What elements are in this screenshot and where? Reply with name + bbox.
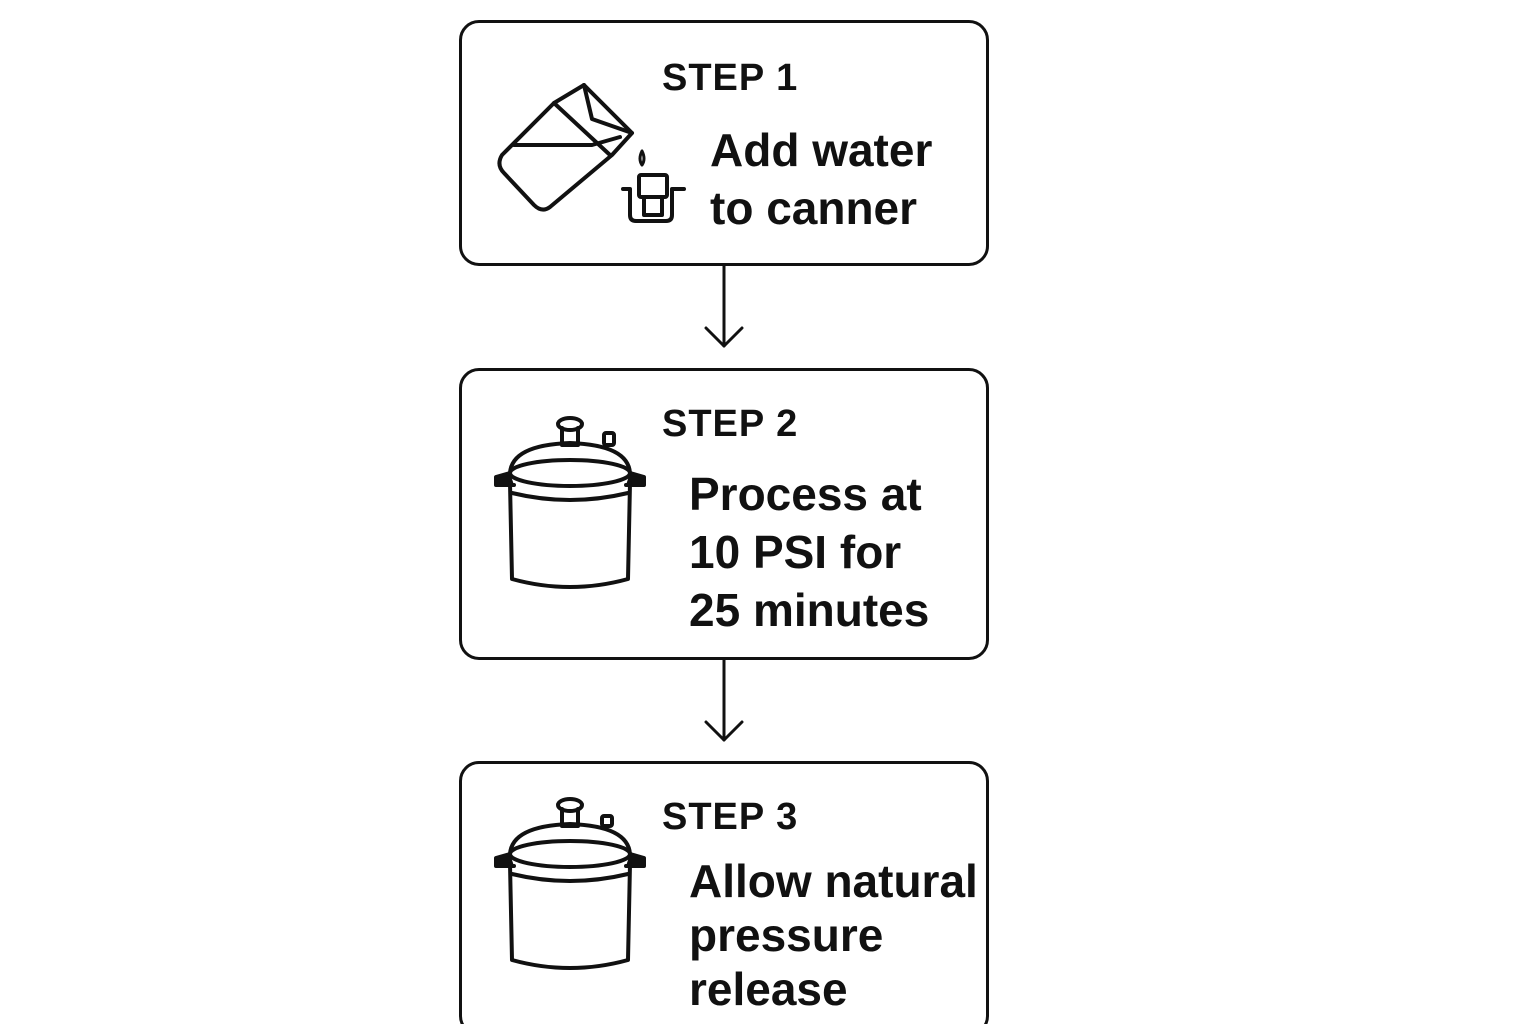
step-3-card: STEP 3 Allow natural pressure release [459,761,989,1024]
step-2-card: STEP 2 Process at 10 PSI for 25 minutes [459,368,989,660]
step-2-line-1: Process at [689,468,922,520]
pitcher-pouring-icon [497,83,686,223]
step-3-label: STEP 3 [662,796,799,838]
step-1-label: STEP 1 [662,57,799,99]
step-2-description: Process at 10 PSI for 25 minutes [689,465,984,639]
step-1-description: Add water to canner [710,121,980,237]
step-3-description: Allow natural pressure release [689,854,984,1016]
step-2-label: STEP 2 [662,403,799,445]
step-1-line-1: Add water [710,124,933,176]
down-arrow-icon [704,266,744,348]
step-1-card: STEP 1 Add water to canner [459,20,989,266]
step-3-line-1: Allow natural [689,855,978,907]
step-2-line-3: 25 minutes [689,584,930,636]
down-arrow-icon [704,660,744,742]
pressure-canner-icon [494,416,646,589]
step-2-line-2: 10 PSI for [689,526,902,578]
step-3-line-2: pressure [689,909,884,961]
step-1-line-2: to canner [710,182,918,234]
step-3-line-3: release [689,963,848,1015]
pressure-canner-icon [494,797,646,970]
